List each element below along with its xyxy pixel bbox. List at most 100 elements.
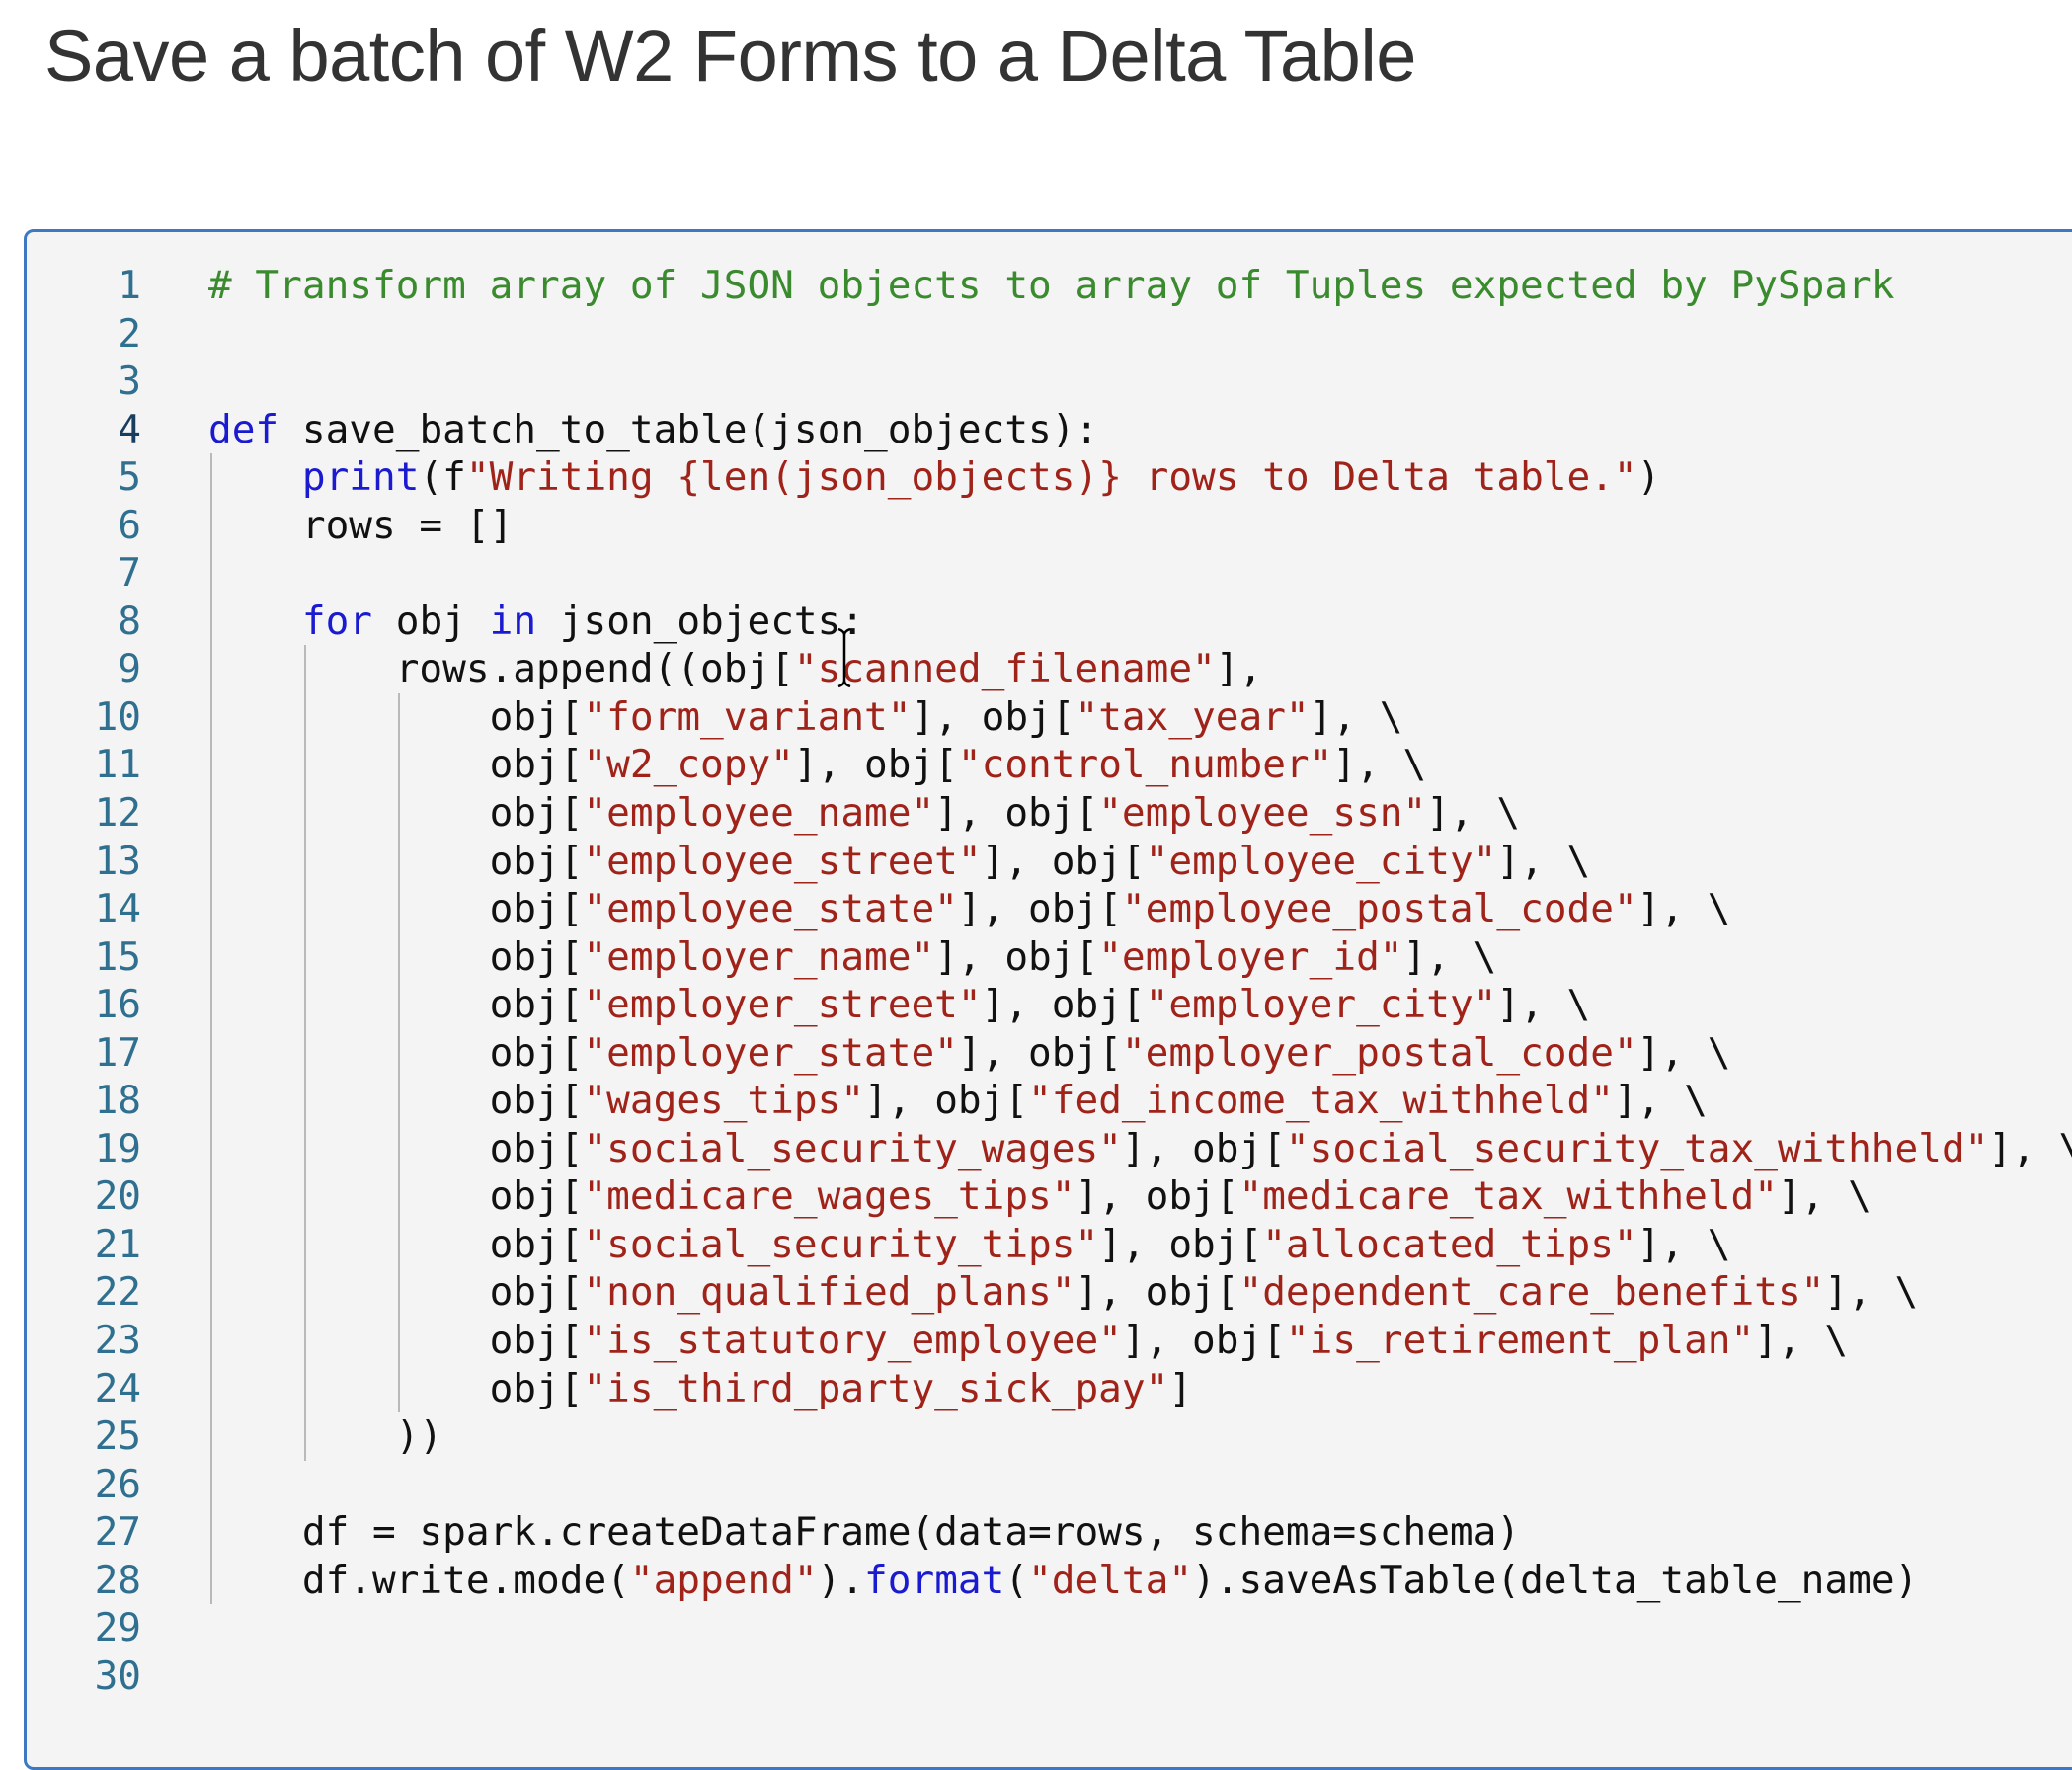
code-string: "delta"	[1028, 1557, 1193, 1603]
line-number: 24	[94, 1365, 141, 1411]
code-token: (f	[419, 454, 466, 501]
indent-guide	[397, 1124, 400, 1173]
indent-guide	[210, 1508, 212, 1557]
code-token: obj[	[208, 1365, 584, 1411]
line-number: 14	[94, 886, 141, 932]
indent-guide	[210, 1317, 212, 1365]
indent-guide	[210, 501, 212, 550]
line-number: 27	[94, 1509, 141, 1556]
code-token: )	[1636, 454, 1661, 501]
code-editor[interactable]: 1# Transform array of JSON objects to ar…	[24, 229, 2072, 1770]
code-text: obj["is_third_party_sick_pay"]	[208, 1365, 1192, 1413]
code-token: obj[	[208, 886, 584, 932]
indent-guide	[210, 885, 212, 933]
indent-guide	[397, 1077, 400, 1125]
code-token: ], \	[1426, 790, 1521, 837]
code-token: ], obj[	[1098, 1221, 1263, 1267]
code-string: "is_retirement_plan"	[1285, 1318, 1755, 1364]
indent-guide	[210, 1220, 212, 1269]
indent-guide	[303, 1412, 306, 1461]
code-text: print(f"Writing {len(json_objects)} rows…	[208, 453, 1661, 502]
indent-guide	[210, 1124, 212, 1173]
code-token: ], \	[1824, 1269, 1919, 1316]
code-text: obj["employer_street"], obj["employer_ci…	[208, 981, 1591, 1029]
code-token: ], obj[	[957, 886, 1122, 932]
code-token: ], obj[	[1075, 1173, 1239, 1220]
indent-guide	[397, 1268, 400, 1318]
line-number: 22	[94, 1269, 141, 1316]
code-token: ],	[1215, 646, 1263, 692]
code-string: "form_variant"	[583, 693, 912, 740]
indent-guide	[303, 692, 306, 742]
line-number: 2	[118, 310, 141, 357]
code-token: ], obj[	[981, 838, 1146, 884]
code-string: "social_security_tips"	[583, 1221, 1099, 1267]
indent-guide	[303, 1172, 306, 1221]
code-token: ).	[817, 1557, 865, 1603]
code-text: obj["non_qualified_plans"], obj["depende…	[208, 1268, 1919, 1317]
code-string: "is_third_party_sick_pay"	[583, 1365, 1169, 1411]
line-number: 13	[94, 838, 141, 884]
indent-guide	[210, 932, 212, 982]
code-text: obj["employee_street"], obj["employee_ci…	[208, 838, 1591, 886]
indent-guide	[210, 981, 212, 1029]
code-text: obj["employee_state"], obj["employee_pos…	[208, 885, 1731, 933]
code-text: df = spark.createDataFrame(data=rows, sc…	[208, 1508, 1520, 1557]
line-number: 21	[94, 1221, 141, 1267]
indent-guide	[210, 1412, 212, 1461]
code-text: def save_batch_to_table(json_objects):	[208, 406, 1098, 454]
line-number: 26	[94, 1461, 141, 1507]
indent-guide	[210, 741, 212, 790]
code-string: "employer_street"	[583, 982, 982, 1028]
line-number: 25	[94, 1413, 141, 1460]
code-token: ], obj[	[864, 1078, 1029, 1124]
code-string: "allocated_tips"	[1262, 1221, 1637, 1267]
indent-guide	[210, 837, 212, 886]
code-comment: # Transform array of JSON objects to arr…	[208, 263, 1895, 308]
indent-guide	[303, 932, 306, 982]
line-number: 5	[118, 454, 141, 501]
code-string: "Writing {len(json_objects)} rows to Del…	[465, 454, 1637, 501]
code-string: "medicare_tax_withheld"	[1238, 1173, 1778, 1220]
code-text: df.write.mode("append").format("delta").…	[208, 1557, 1918, 1605]
code-token: ], \	[1988, 1125, 2072, 1171]
code-token: ], \	[1613, 1078, 1708, 1124]
indent-guide	[397, 789, 400, 838]
code-string: "social_security_tax_withheld"	[1285, 1125, 1989, 1171]
line-number: 19	[94, 1125, 141, 1171]
indent-guide	[303, 1124, 306, 1173]
line-number: 29	[94, 1605, 141, 1651]
code-token: ).saveAsTable(delta_table_name)	[1192, 1557, 1919, 1603]
code-token: obj[	[208, 1318, 584, 1364]
code-token: ]	[1168, 1365, 1193, 1411]
line-number: 16	[94, 982, 141, 1028]
code-token: ], obj[	[911, 693, 1076, 740]
page-title: Save a batch of W2 Forms to a Delta Tabl…	[44, 15, 1416, 97]
code-string: "control_number"	[957, 742, 1333, 788]
code-string: "scanned_filename"	[793, 646, 1216, 692]
code-token: obj[	[208, 1269, 584, 1316]
code-token: ], \	[1332, 742, 1427, 788]
code-keyword: for	[301, 598, 373, 644]
indent-guide	[397, 1364, 400, 1413]
code-string: "employer_id"	[1098, 933, 1403, 980]
indent-guide	[397, 1317, 400, 1365]
code-token: ], \	[1309, 693, 1403, 740]
code-text: obj["social_security_tips"], obj["alloca…	[208, 1221, 1731, 1269]
code-string: "tax_year"	[1075, 693, 1310, 740]
indent-guide	[303, 981, 306, 1029]
line-number: 18	[94, 1078, 141, 1124]
indent-guide	[210, 1028, 212, 1078]
code-token: obj	[372, 598, 490, 644]
code-text: for obj in json_objects:	[208, 598, 864, 646]
indent-guide	[210, 549, 212, 598]
code-token: ], \	[1777, 1173, 1872, 1220]
indent-guide	[303, 741, 306, 790]
code-string: "employee_state"	[583, 886, 958, 932]
indent-guide	[210, 1460, 212, 1509]
line-number: 4	[118, 406, 141, 452]
line-number: 3	[118, 359, 141, 405]
indent-guide	[303, 1077, 306, 1125]
code-string: "employer_state"	[583, 1029, 958, 1076]
code-token: obj[	[208, 982, 584, 1028]
